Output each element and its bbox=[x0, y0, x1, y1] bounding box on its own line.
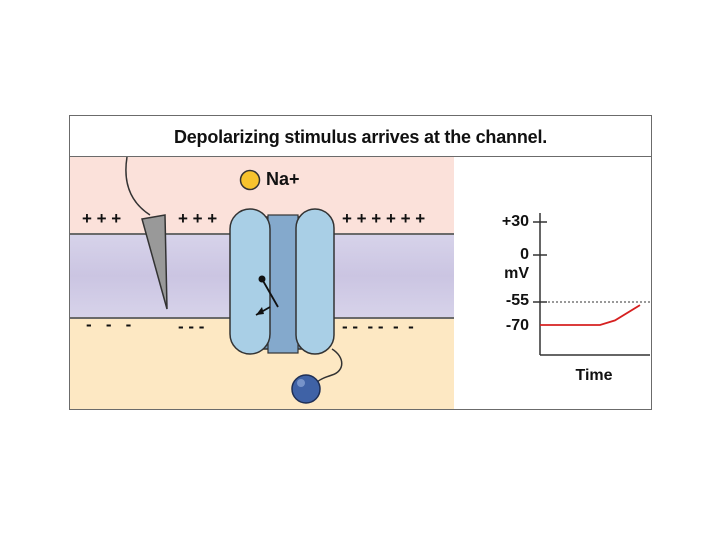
y-tick-label-neg55: -55 bbox=[505, 292, 529, 309]
membrane-potential-graph: +30 0 mV -55 -70 Time bbox=[454, 157, 651, 409]
figure-frame: Depolarizing stimulus arrives at the cha… bbox=[69, 115, 652, 410]
graph-plot bbox=[533, 213, 651, 356]
inside-charges-mid: - - - bbox=[178, 317, 205, 336]
membrane-scene: Na+ + + + + + + + + + + + + - - - - - - … bbox=[70, 157, 454, 409]
na-ion-icon bbox=[239, 169, 261, 191]
inactivation-ball-icon bbox=[291, 374, 321, 404]
x-axis-label: Time bbox=[575, 367, 613, 384]
electrode-wire bbox=[125, 157, 151, 216]
outside-charges-right: + + + + + + bbox=[342, 209, 426, 228]
na-ion-label: Na+ bbox=[266, 169, 300, 189]
electrode-icon bbox=[141, 214, 168, 310]
y-tick-label-0: 0 bbox=[520, 246, 529, 263]
channel-illustration bbox=[125, 157, 343, 404]
inactivation-tether bbox=[315, 348, 343, 384]
outside-charges-left: + + + bbox=[82, 209, 122, 228]
y-tick-label-30: +30 bbox=[501, 213, 529, 230]
membrane-potential-trace bbox=[540, 304, 641, 326]
inside-charges-right: - - - - - - bbox=[342, 317, 414, 336]
inside-charges-left: - - - bbox=[86, 315, 132, 334]
y-axis-unit: mV bbox=[504, 265, 529, 282]
outside-charges-mid: + + + bbox=[178, 209, 218, 228]
sodium-channel-icon bbox=[229, 208, 335, 355]
y-tick-label-neg70: -70 bbox=[505, 317, 529, 334]
title-bar: Depolarizing stimulus arrives at the cha… bbox=[70, 116, 651, 157]
figure-title: Depolarizing stimulus arrives at the cha… bbox=[173, 127, 548, 147]
